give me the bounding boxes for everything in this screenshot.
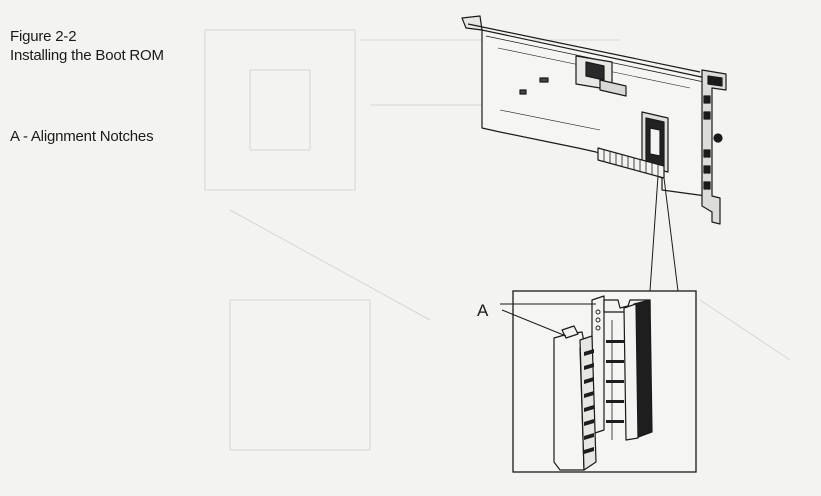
figure-number: Figure 2-2 (10, 28, 77, 45)
figure-title: Installing the Boot ROM (10, 47, 164, 64)
bleed-through-marks (204, 29, 791, 451)
callout-a-label: A (477, 301, 489, 320)
expansion-card (461, 15, 727, 225)
boot-rom-chip (553, 325, 597, 471)
legend-alignment-notches: A - Alignment Notches (10, 128, 154, 145)
callout-a-pointers (500, 303, 596, 337)
rom-socket (591, 295, 653, 441)
zoom-leader-lines (649, 175, 679, 292)
